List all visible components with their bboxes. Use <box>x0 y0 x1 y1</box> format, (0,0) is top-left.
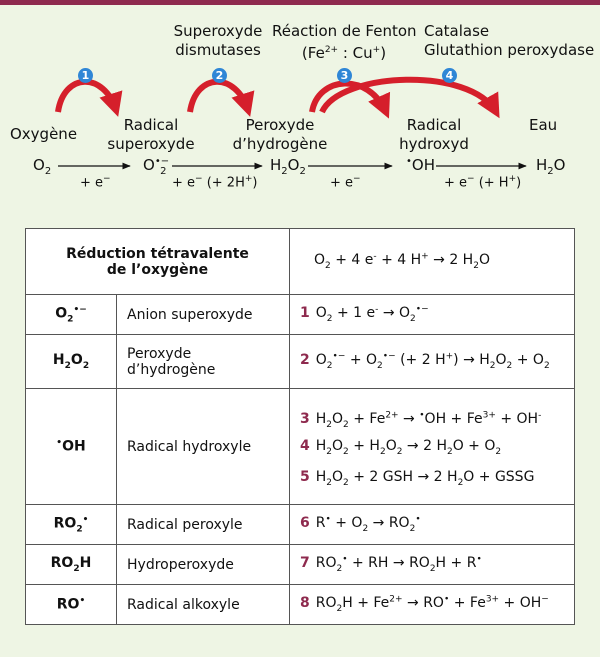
step-label-1: + e− <box>80 174 111 191</box>
species-cell: RO2• <box>25 504 117 545</box>
formula-h2o2: H2O2 <box>270 156 306 177</box>
badge-1: 1 <box>78 68 93 83</box>
step-label-2: + e− (+ 2H+) <box>172 174 258 191</box>
label-oxygene: Oxygène <box>10 125 78 143</box>
label-eau: Eau <box>529 116 558 134</box>
badge-3: 3 <box>337 68 352 83</box>
enzyme-arrow-3 <box>309 80 391 119</box>
species-name: Anion superoxyde <box>116 294 290 335</box>
fenton-ions: (Fe2+ : Cu+) <box>301 44 387 62</box>
formula-o2: O2 <box>33 156 52 177</box>
formula-oh: •OH <box>406 156 435 174</box>
formula-h2o: H2O <box>536 156 566 177</box>
species-name: Hydroperoxyde <box>116 544 290 585</box>
enzyme-arrow-1 <box>55 78 123 117</box>
formula-o2-radical: O•−2 <box>143 156 170 177</box>
badge-4: 4 <box>442 68 457 83</box>
top-border <box>0 0 600 5</box>
badge-2: 2 <box>212 68 227 83</box>
species-name: Radical peroxyle <box>116 504 290 545</box>
step-label-3: + e− <box>330 174 361 191</box>
fenton-label: Réaction de Fenton (Fe2+ : Cu+) <box>272 22 417 62</box>
enzyme-arrow-2 <box>187 78 255 117</box>
species-cell: H2O2 <box>25 334 117 389</box>
species-cell: RO• <box>25 584 117 625</box>
species-cell: O2•− <box>25 294 117 335</box>
enzyme-arrow-4 <box>319 76 500 119</box>
species-name: Radical hydroxyle <box>116 388 290 505</box>
species-cell: •OH <box>25 388 117 505</box>
overall-equation: O2 + 4 e- + 4 H+ → 2 H2O <box>289 228 575 295</box>
step-label-4: + e− (+ H+) <box>444 174 522 191</box>
species-cell: RO2H <box>25 544 117 585</box>
species-name: Radical alkoxyle <box>116 584 290 625</box>
